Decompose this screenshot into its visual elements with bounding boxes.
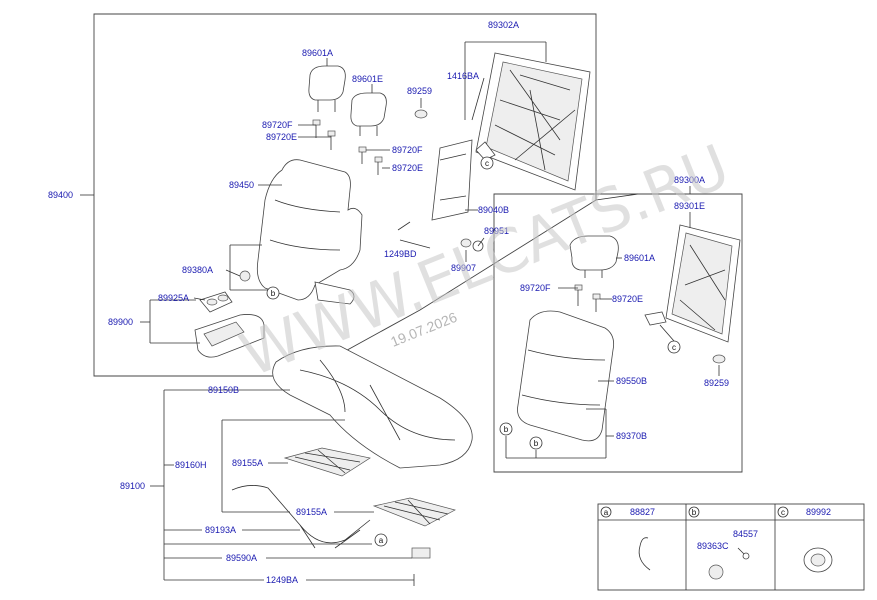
- callout-b-right-1: b: [499, 422, 513, 436]
- legend-cell-a: a 88827: [600, 506, 655, 571]
- svg-text:89363C: 89363C: [697, 541, 729, 551]
- label-89601A-right: 89601A: [624, 253, 655, 263]
- right-guides: [574, 284, 726, 364]
- label-89590A: 89590A: [226, 553, 257, 563]
- headrest-guides: [312, 109, 428, 175]
- label-89160H: 89160H: [175, 460, 207, 470]
- svg-text:84557: 84557: [733, 529, 758, 539]
- bolt-1249BD: [397, 221, 411, 231]
- svg-text:b: b: [692, 508, 697, 517]
- label-89380A: 89380A: [182, 265, 213, 275]
- bracket-89040B: [431, 139, 473, 221]
- seat-cushion-89150B: [272, 345, 473, 469]
- cover-89380A: [239, 270, 251, 282]
- label-89900: 89900: [108, 317, 133, 327]
- callout-c-upper: c: [480, 156, 494, 170]
- label-89150B: 89150B: [208, 385, 239, 395]
- label-89100: 89100: [120, 481, 145, 491]
- heater-mat-2: [372, 497, 456, 527]
- label-89951: 89951: [484, 226, 509, 236]
- svg-text:c: c: [672, 343, 676, 352]
- leader-lines: [80, 41, 720, 581]
- heater-mat-1: [283, 447, 371, 477]
- label-89450: 89450: [229, 180, 254, 190]
- label-89907: 89907: [451, 263, 476, 273]
- label-89370B: 89370B: [616, 431, 647, 441]
- svg-text:89992: 89992: [806, 507, 831, 517]
- label-89300A: 89300A: [674, 175, 705, 185]
- label-89720E-left: 89720E: [266, 132, 297, 142]
- svg-text:c: c: [485, 159, 489, 168]
- right-seatback-89550B: [517, 310, 615, 442]
- legend-cell-b: b 84557 89363C: [688, 506, 758, 580]
- module-89590A: [411, 547, 431, 559]
- callout-b-right-2: b: [529, 436, 543, 450]
- label-89259-top: 89259: [407, 86, 432, 96]
- callout-b-upper: b: [266, 286, 280, 300]
- seatback-frame-part: [475, 52, 591, 191]
- svg-text:a: a: [604, 508, 609, 517]
- label-89720F-left: 89720F: [262, 120, 293, 130]
- label-89155A-1: 89155A: [232, 458, 263, 468]
- right-headrest: [569, 235, 619, 278]
- label-89155A-2: 89155A: [296, 507, 327, 517]
- right-seatback-frame-part: [644, 224, 741, 343]
- label-89301E: 89301E: [674, 201, 705, 211]
- label-89193A: 89193A: [205, 525, 236, 535]
- label-1416BA: 1416BA: [447, 71, 479, 81]
- svg-text:88827: 88827: [630, 507, 655, 517]
- label-89601A-top: 89601A: [302, 48, 333, 58]
- right-seatback-frame: [493, 193, 743, 473]
- seatback-assembly-frame: [93, 13, 597, 377]
- headrest-89601E: [350, 92, 387, 136]
- label-89925A: 89925A: [158, 293, 189, 303]
- label-89720E-right: 89720E: [392, 163, 423, 173]
- label-1249BA: 1249BA: [266, 575, 298, 585]
- armrest-89900: [194, 314, 265, 358]
- headrest-89601A: [308, 65, 346, 112]
- label-89040B: 89040B: [478, 205, 509, 215]
- label-89400: 89400: [48, 190, 73, 200]
- svg-text:a: a: [379, 536, 384, 545]
- cupholder-89925A: [199, 291, 233, 313]
- label-89720E-right-assy: 89720E: [612, 294, 643, 304]
- svg-text:b: b: [534, 439, 539, 448]
- label-89720F-right: 89720F: [392, 145, 423, 155]
- seatback-89450: [256, 159, 363, 305]
- nut-89907: [460, 238, 472, 248]
- label-89601E: 89601E: [352, 74, 383, 84]
- callout-c-right: c: [667, 340, 681, 354]
- link-line: [595, 193, 639, 201]
- label-89259-right: 89259: [704, 378, 729, 388]
- callout-a-lower: a: [374, 533, 388, 547]
- svg-text:b: b: [271, 289, 276, 298]
- label-89550B: 89550B: [616, 376, 647, 386]
- label-89720F-right-assy: 89720F: [520, 283, 551, 293]
- label-1249BD: 1249BD: [384, 249, 417, 259]
- legend-table: a 88827 b 84557 89363C c 89992: [597, 503, 865, 591]
- svg-text:c: c: [781, 508, 785, 517]
- svg-text:b: b: [504, 425, 509, 434]
- legend-cell-c: c 89992: [777, 506, 833, 573]
- label-89302A: 89302A: [488, 20, 519, 30]
